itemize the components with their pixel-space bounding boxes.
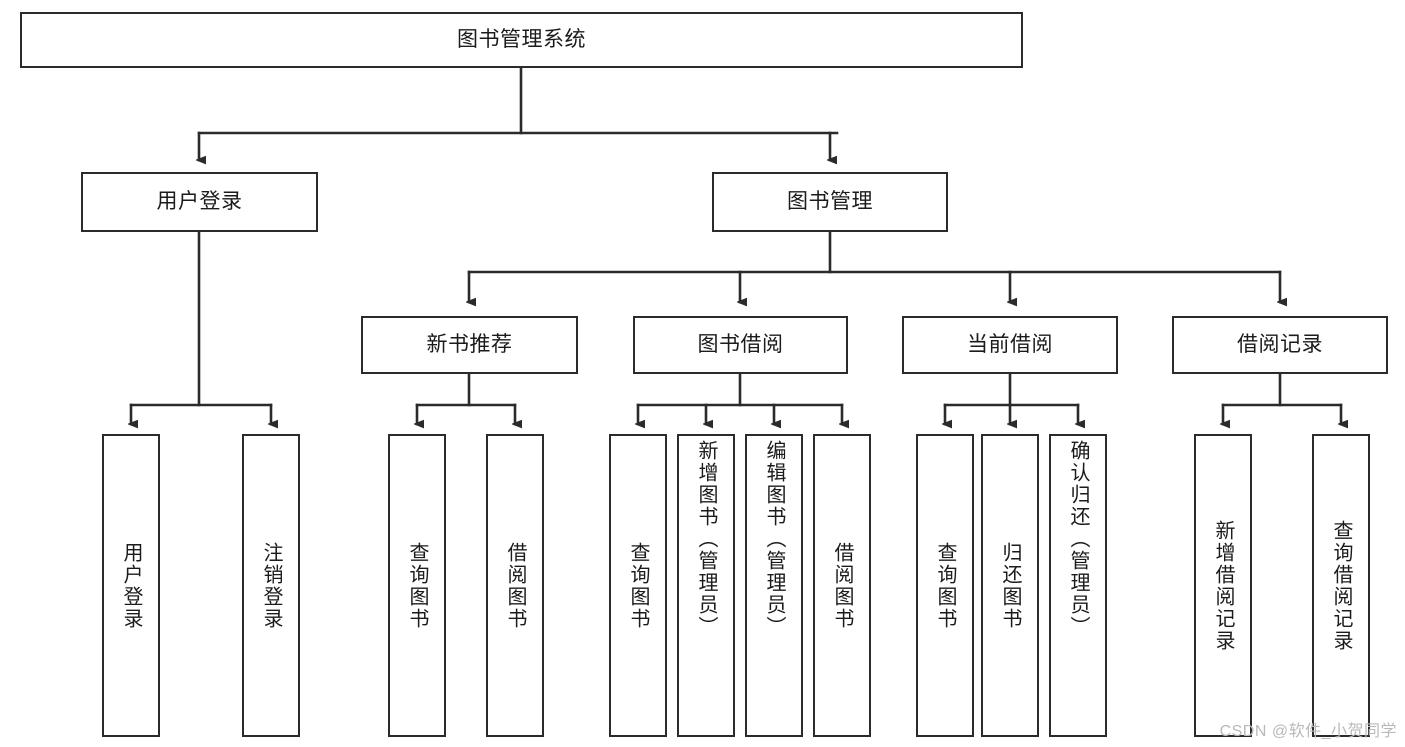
node-leaf-user-login[interactable]: 用户登录 xyxy=(102,434,160,737)
node-label: 归还图书 xyxy=(999,541,1021,630)
node-leaf-edit-book-admin[interactable]: 编辑图书（管理员） xyxy=(745,434,803,737)
node-leaf-add-borrow-record[interactable]: 新增借阅记录 xyxy=(1194,434,1252,737)
node-leaf-query-book-3[interactable]: 查询图书 xyxy=(916,434,974,737)
node-label: 确认归还（管理员） xyxy=(1067,440,1089,638)
node-leaf-logout-login[interactable]: 注销登录 xyxy=(242,434,300,737)
node-label: 用户登录 xyxy=(120,541,142,630)
node-leaf-query-book-2[interactable]: 查询图书 xyxy=(609,434,667,737)
node-leaf-borrow-book-2[interactable]: 借阅图书 xyxy=(813,434,871,737)
node-label: 查询借阅记录 xyxy=(1330,519,1352,652)
node-borrow-record[interactable]: 借阅记录 xyxy=(1172,316,1388,374)
node-leaf-return-book[interactable]: 归还图书 xyxy=(981,434,1039,737)
node-label: 新增图书（管理员） xyxy=(695,440,717,638)
node-label: 图书借阅 xyxy=(697,332,784,356)
node-label: 当前借阅 xyxy=(967,332,1053,356)
node-label: 新书推荐 xyxy=(426,332,513,356)
node-label: 新增借阅记录 xyxy=(1212,519,1234,652)
node-leaf-query-borrow-record[interactable]: 查询借阅记录 xyxy=(1312,434,1370,737)
node-book-management[interactable]: 图书管理 xyxy=(712,172,948,232)
node-user-login[interactable]: 用户登录 xyxy=(81,172,318,232)
node-label: 查询图书 xyxy=(934,541,956,630)
node-new-book-recommend[interactable]: 新书推荐 xyxy=(361,316,578,374)
node-leaf-add-book-admin[interactable]: 新增图书（管理员） xyxy=(677,434,735,737)
node-current-borrow[interactable]: 当前借阅 xyxy=(902,316,1118,374)
node-label: 用户登录 xyxy=(156,189,243,213)
node-label: 借阅图书 xyxy=(831,541,853,630)
node-label: 编辑图书（管理员） xyxy=(763,440,785,638)
node-label: 借阅记录 xyxy=(1237,332,1323,356)
node-label: 借阅图书 xyxy=(504,541,526,630)
node-book-management-system[interactable]: 图书管理系统 xyxy=(20,12,1023,68)
node-label: 图书管理 xyxy=(787,189,873,213)
csdn-watermark: CSDN @软件_小贺同学 xyxy=(1219,723,1397,740)
node-label: 注销登录 xyxy=(260,541,282,630)
node-label: 查询图书 xyxy=(627,541,649,630)
node-leaf-borrow-book-1[interactable]: 借阅图书 xyxy=(486,434,544,737)
node-leaf-query-book-1[interactable]: 查询图书 xyxy=(388,434,446,737)
node-book-borrow[interactable]: 图书借阅 xyxy=(633,316,848,374)
node-label: 查询图书 xyxy=(406,541,428,630)
node-label: 图书管理系统 xyxy=(457,27,586,51)
node-leaf-confirm-return-admin[interactable]: 确认归还（管理员） xyxy=(1049,434,1107,737)
